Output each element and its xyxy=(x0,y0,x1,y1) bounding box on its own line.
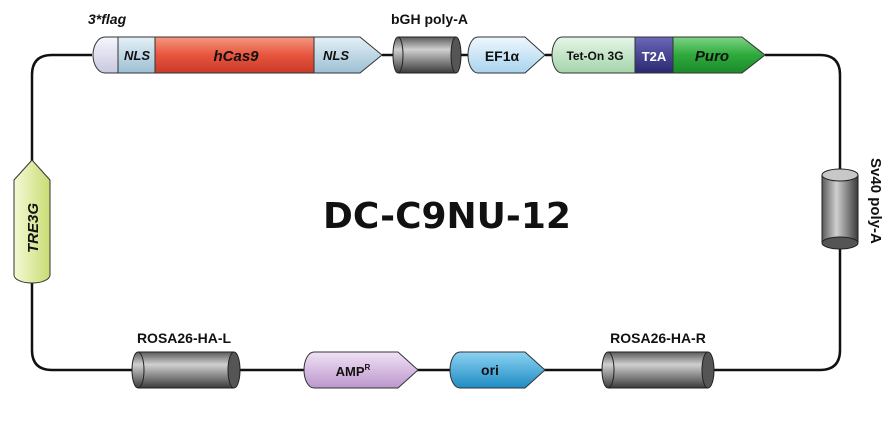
nls-right-label: NLS xyxy=(323,48,349,63)
tre3g-label: TRE3G xyxy=(25,203,42,253)
ampr-gene: AMPR xyxy=(303,351,419,389)
sv40-polya-label: Sv40 poly-A xyxy=(867,158,884,244)
nls-right-segment: NLS xyxy=(313,36,383,74)
teton3g-label: Tet-On 3G xyxy=(566,49,623,63)
puro-label: Puro xyxy=(695,48,729,65)
ori-segment: ori xyxy=(449,351,546,389)
bgh-polya-cylinder: bGH poly-A xyxy=(391,11,468,74)
ori-label: ori xyxy=(481,362,499,378)
rosa26-ha-r-label: ROSA26-HA-R xyxy=(610,330,706,346)
rosa26-ha-l-label: ROSA26-HA-L xyxy=(137,330,232,346)
svg-text:AMPR: AMPR xyxy=(336,363,371,379)
ef1a-promoter: EF1α xyxy=(467,36,546,74)
ef1a-label: EF1α xyxy=(485,48,520,64)
puro-segment: Puro xyxy=(672,36,766,74)
plasmid-title: DC-C9NU-12 xyxy=(323,196,571,237)
rosa26-ha-l-cylinder: ROSA26-HA-L xyxy=(131,330,241,389)
ampr-label: AMP xyxy=(336,364,365,379)
flag-tag: 3*flag xyxy=(88,11,127,74)
teton3g-segment: Tet-On 3G xyxy=(551,36,636,74)
hcas9-segment: hCas9 xyxy=(154,36,316,74)
hcas9-label: hCas9 xyxy=(213,48,259,65)
flag-label: 3*flag xyxy=(88,11,127,27)
nls-left-segment: NLS xyxy=(117,36,157,74)
rosa26-ha-r-cylinder: ROSA26-HA-R xyxy=(601,330,715,389)
t2a-segment: T2A xyxy=(634,36,674,74)
tre3g-promoter: TRE3G xyxy=(13,159,51,284)
bgh-polya-label: bGH poly-A xyxy=(391,11,468,27)
t2a-label: T2A xyxy=(642,49,667,64)
backbone-line xyxy=(30,53,842,372)
sv40-polya-cylinder: Sv40 poly-A xyxy=(821,158,884,250)
ampr-superscript: R xyxy=(365,363,371,372)
nls-left-label: NLS xyxy=(124,48,150,63)
